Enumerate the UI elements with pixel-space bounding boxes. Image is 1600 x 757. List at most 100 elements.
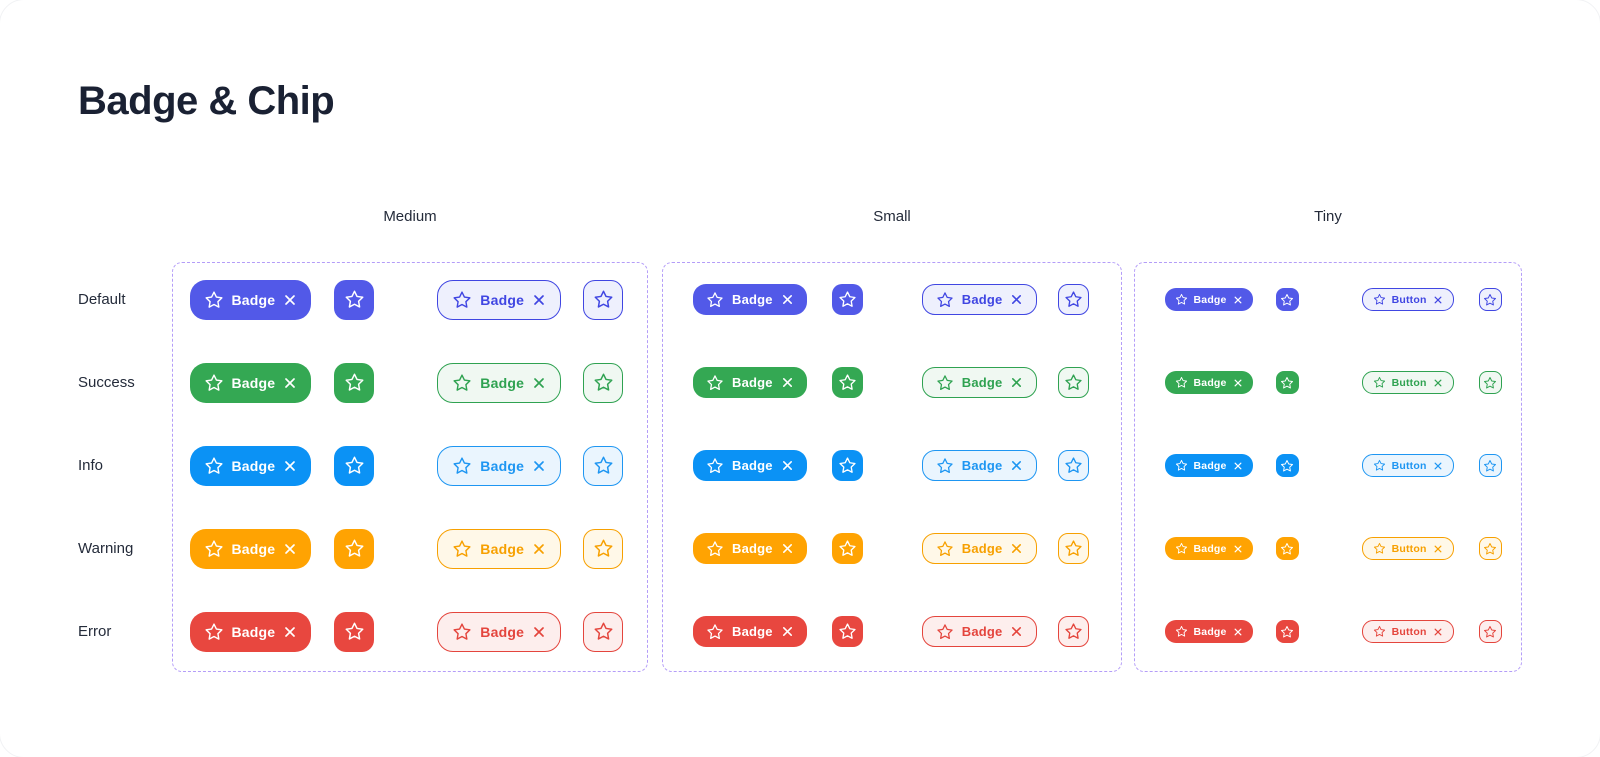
close-icon[interactable] bbox=[1233, 378, 1243, 388]
chip-outlined-tiny-warning[interactable] bbox=[1478, 537, 1502, 560]
badge-label: Badge bbox=[480, 623, 525, 640]
close-icon[interactable] bbox=[283, 625, 297, 639]
badge-outlined-tiny-default[interactable]: Button bbox=[1361, 288, 1454, 311]
badge-outlined-medium-success[interactable]: Badge bbox=[437, 362, 562, 403]
badge-outlined-medium-error[interactable]: Badge bbox=[437, 611, 562, 652]
close-icon[interactable] bbox=[283, 293, 297, 307]
chip-outlined-tiny-success[interactable] bbox=[1478, 371, 1502, 394]
close-icon[interactable] bbox=[532, 542, 546, 556]
badge-filled-small-success[interactable]: Badge bbox=[693, 367, 807, 398]
badge-outlined-small-info[interactable]: Badge bbox=[921, 450, 1038, 481]
chip-outlined-medium-error[interactable] bbox=[583, 611, 624, 652]
chip-filled-tiny-success[interactable] bbox=[1275, 371, 1299, 394]
chip-outlined-medium-info[interactable] bbox=[583, 445, 624, 486]
chip-outlined-small-success[interactable] bbox=[1058, 367, 1090, 398]
close-icon[interactable] bbox=[1433, 461, 1443, 471]
star-icon bbox=[204, 456, 224, 476]
badge-filled-small-warning[interactable]: Badge bbox=[693, 533, 807, 564]
badge-outlined-small-success[interactable]: Badge bbox=[921, 367, 1038, 398]
star-icon bbox=[706, 457, 724, 475]
badge-filled-small-info[interactable]: Badge bbox=[693, 450, 807, 481]
chip-filled-small-success[interactable] bbox=[831, 367, 863, 398]
close-icon[interactable] bbox=[283, 376, 297, 390]
badge-outlined-medium-warning[interactable]: Badge bbox=[437, 528, 562, 569]
chip-filled-medium-info[interactable] bbox=[334, 445, 375, 486]
badge-filled-medium-default[interactable]: Badge bbox=[189, 279, 312, 320]
close-icon[interactable] bbox=[532, 293, 546, 307]
chip-filled-medium-success[interactable] bbox=[334, 362, 375, 403]
badge-filled-tiny-default[interactable]: Badge bbox=[1164, 288, 1253, 311]
close-icon[interactable] bbox=[781, 459, 794, 472]
badge-label: Button bbox=[1391, 542, 1427, 555]
badge-filled-tiny-warning[interactable]: Badge bbox=[1164, 537, 1253, 560]
close-icon[interactable] bbox=[1233, 295, 1243, 305]
chip-filled-tiny-warning[interactable] bbox=[1275, 537, 1299, 560]
chip-outlined-medium-warning[interactable] bbox=[583, 528, 624, 569]
chip-filled-tiny-error[interactable] bbox=[1275, 620, 1299, 643]
badge-filled-tiny-error[interactable]: Badge bbox=[1164, 620, 1253, 643]
chip-outlined-medium-success[interactable] bbox=[583, 362, 624, 403]
close-icon[interactable] bbox=[1233, 627, 1243, 637]
chip-outlined-small-info[interactable] bbox=[1058, 450, 1090, 481]
star-icon bbox=[1064, 456, 1083, 475]
close-icon[interactable] bbox=[1433, 544, 1443, 554]
close-icon[interactable] bbox=[1433, 378, 1443, 388]
close-icon[interactable] bbox=[1010, 376, 1023, 389]
close-icon[interactable] bbox=[781, 625, 794, 638]
close-icon[interactable] bbox=[1010, 542, 1023, 555]
badge-outlined-medium-default[interactable]: Badge bbox=[437, 279, 562, 320]
chip-filled-medium-error[interactable] bbox=[334, 611, 375, 652]
close-icon[interactable] bbox=[781, 293, 794, 306]
badge-filled-medium-error[interactable]: Badge bbox=[189, 611, 312, 652]
badge-filled-tiny-success[interactable]: Badge bbox=[1164, 371, 1253, 394]
chip-filled-tiny-default[interactable] bbox=[1275, 288, 1299, 311]
badge-outlined-small-warning[interactable]: Badge bbox=[921, 533, 1038, 564]
chip-filled-small-default[interactable] bbox=[831, 284, 863, 315]
badge-filled-medium-success[interactable]: Badge bbox=[189, 362, 312, 403]
chip-outlined-tiny-default[interactable] bbox=[1478, 288, 1502, 311]
close-icon[interactable] bbox=[1433, 295, 1443, 305]
star-icon bbox=[838, 290, 857, 309]
close-icon[interactable] bbox=[1433, 627, 1443, 637]
close-icon[interactable] bbox=[1010, 625, 1023, 638]
close-icon[interactable] bbox=[1233, 461, 1243, 471]
row-medium-success: Badge Badge bbox=[189, 362, 648, 403]
close-icon[interactable] bbox=[283, 542, 297, 556]
badge-outlined-tiny-warning[interactable]: Button bbox=[1361, 537, 1454, 560]
chip-filled-small-info[interactable] bbox=[831, 450, 863, 481]
close-icon[interactable] bbox=[1233, 544, 1243, 554]
chip-filled-small-warning[interactable] bbox=[831, 533, 863, 564]
badge-outlined-small-default[interactable]: Badge bbox=[921, 284, 1038, 315]
badge-filled-tiny-info[interactable]: Badge bbox=[1164, 454, 1253, 477]
close-icon[interactable] bbox=[1010, 459, 1023, 472]
star-icon bbox=[1064, 290, 1083, 309]
close-icon[interactable] bbox=[283, 459, 297, 473]
chip-outlined-small-error[interactable] bbox=[1058, 616, 1090, 647]
chip-outlined-small-warning[interactable] bbox=[1058, 533, 1090, 564]
chip-filled-medium-warning[interactable] bbox=[334, 528, 375, 569]
badge-outlined-tiny-success[interactable]: Button bbox=[1361, 371, 1454, 394]
badge-outlined-medium-info[interactable]: Badge bbox=[437, 445, 562, 486]
row-tiny-info: Badge Button bbox=[1164, 454, 1522, 477]
close-icon[interactable] bbox=[532, 459, 546, 473]
close-icon[interactable] bbox=[532, 376, 546, 390]
badge-outlined-small-error[interactable]: Badge bbox=[921, 616, 1038, 647]
badge-outlined-tiny-info[interactable]: Button bbox=[1361, 454, 1454, 477]
close-icon[interactable] bbox=[1010, 293, 1023, 306]
chip-filled-tiny-info[interactable] bbox=[1275, 454, 1299, 477]
close-icon[interactable] bbox=[781, 542, 794, 555]
close-icon[interactable] bbox=[532, 625, 546, 639]
row-medium-error: Badge Badge bbox=[189, 611, 648, 652]
badge-filled-medium-info[interactable]: Badge bbox=[189, 445, 312, 486]
chip-outlined-medium-default[interactable] bbox=[583, 279, 624, 320]
badge-filled-small-default[interactable]: Badge bbox=[693, 284, 807, 315]
badge-outlined-tiny-error[interactable]: Button bbox=[1361, 620, 1454, 643]
chip-filled-small-error[interactable] bbox=[831, 616, 863, 647]
chip-filled-medium-default[interactable] bbox=[334, 279, 375, 320]
chip-outlined-small-default[interactable] bbox=[1058, 284, 1090, 315]
chip-outlined-tiny-info[interactable] bbox=[1478, 454, 1502, 477]
badge-filled-medium-warning[interactable]: Badge bbox=[189, 528, 312, 569]
badge-filled-small-error[interactable]: Badge bbox=[693, 616, 807, 647]
chip-outlined-tiny-error[interactable] bbox=[1478, 620, 1502, 643]
close-icon[interactable] bbox=[781, 376, 794, 389]
